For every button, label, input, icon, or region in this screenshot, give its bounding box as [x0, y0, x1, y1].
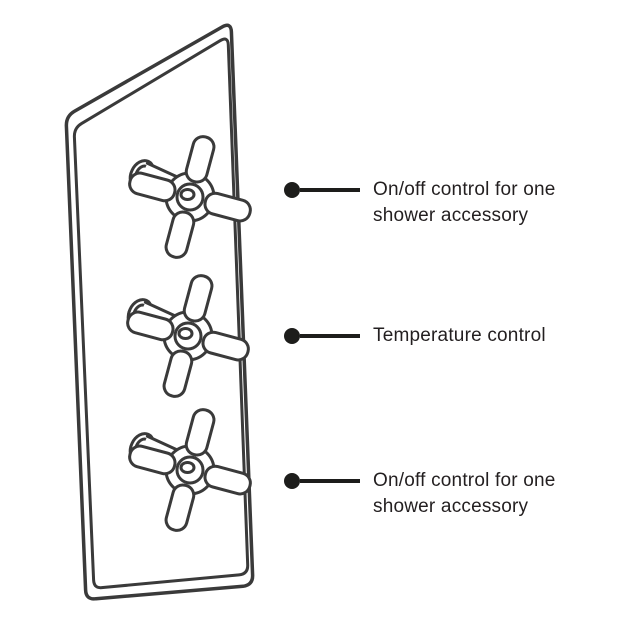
plate-front-face: [72, 37, 250, 590]
callout-label: On/off control for one shower accessory: [373, 179, 556, 226]
callout-top: On/off control for one shower accessory: [284, 177, 556, 229]
callout-connector-line: [300, 479, 360, 483]
callout-connector-line: [300, 334, 360, 338]
callout-dot: [284, 473, 300, 489]
callout-label: On/off control for one shower accessory: [373, 470, 556, 517]
callout-label: Temperature control: [373, 325, 546, 346]
callout-connector-line: [300, 188, 360, 192]
callout-middle: Temperature control: [284, 323, 546, 349]
callout-bottom: On/off control for one shower accessory: [284, 468, 556, 520]
callout-dot: [284, 182, 300, 198]
callout-dot: [284, 328, 300, 344]
